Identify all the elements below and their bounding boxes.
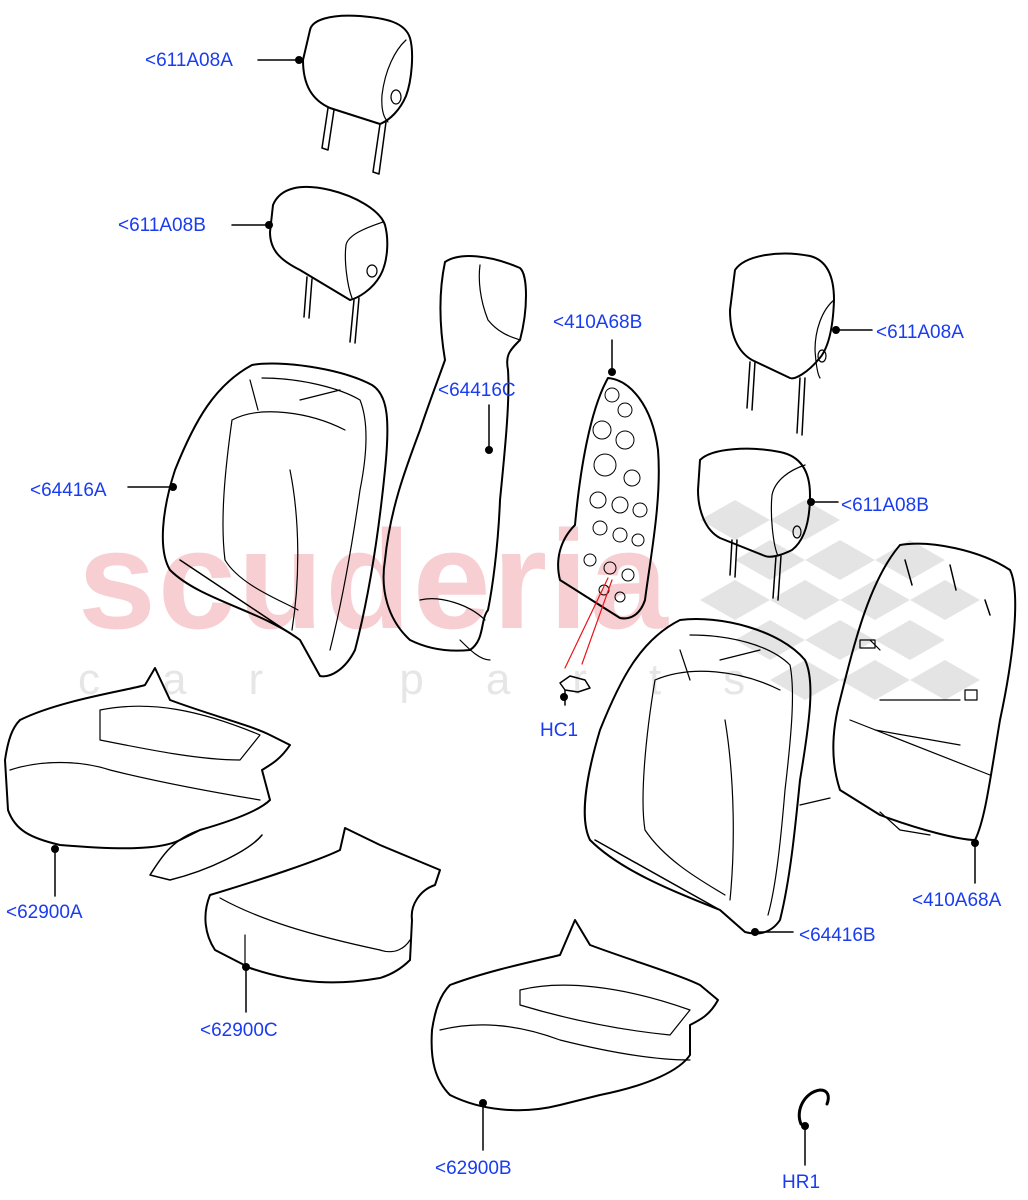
clip-HC1-drawing	[559, 675, 591, 706]
seat-back-64416B-drawing	[583, 618, 812, 935]
label-410A68A[interactable]: <410A68A	[912, 890, 1002, 911]
label-611A08A-top[interactable]: <611A08A	[145, 50, 233, 71]
headrest-611A08B-left-drawing	[269, 186, 389, 344]
label-611A08B-right[interactable]: <611A08B	[841, 495, 929, 516]
hog-ring-HR1-drawing	[797, 1088, 830, 1126]
label-HC1[interactable]: HC1	[540, 720, 579, 741]
headrest-611A08A-top-drawing	[302, 14, 414, 175]
watermark-brand: scuderia	[78, 501, 670, 658]
frame-410A68A-drawing	[799, 542, 1017, 841]
hc1-hint-lines	[564, 577, 613, 669]
label-611A08A-right[interactable]: <611A08A	[876, 322, 964, 343]
label-64416B[interactable]: <64416B	[799, 925, 876, 946]
seat-back-64416C-drawing	[382, 255, 527, 661]
label-62900A[interactable]: <62900A	[6, 902, 83, 923]
headrest-611A08B-right-drawing	[697, 447, 811, 601]
frame-410A68B-drawing	[557, 368, 660, 620]
seat-cushion-62900C-drawing	[204, 827, 441, 984]
label-62900C[interactable]: <62900C	[200, 1020, 278, 1041]
headrest-611A08A-right-drawing	[729, 252, 835, 436]
label-HR1[interactable]: HR1	[782, 1172, 821, 1193]
label-64416A[interactable]: <64416A	[30, 480, 107, 501]
seat-back-64416A-drawing	[161, 362, 389, 678]
seat-cushion-62900A-drawing	[4, 667, 291, 881]
label-611A08B-left[interactable]: <611A08B	[118, 215, 206, 236]
label-64416C[interactable]: <64416C	[438, 380, 516, 401]
label-62900B[interactable]: <62900B	[435, 1158, 512, 1179]
seat-cushion-62900B-drawing	[430, 919, 719, 1112]
label-410A68B[interactable]: <410A68B	[553, 312, 643, 333]
